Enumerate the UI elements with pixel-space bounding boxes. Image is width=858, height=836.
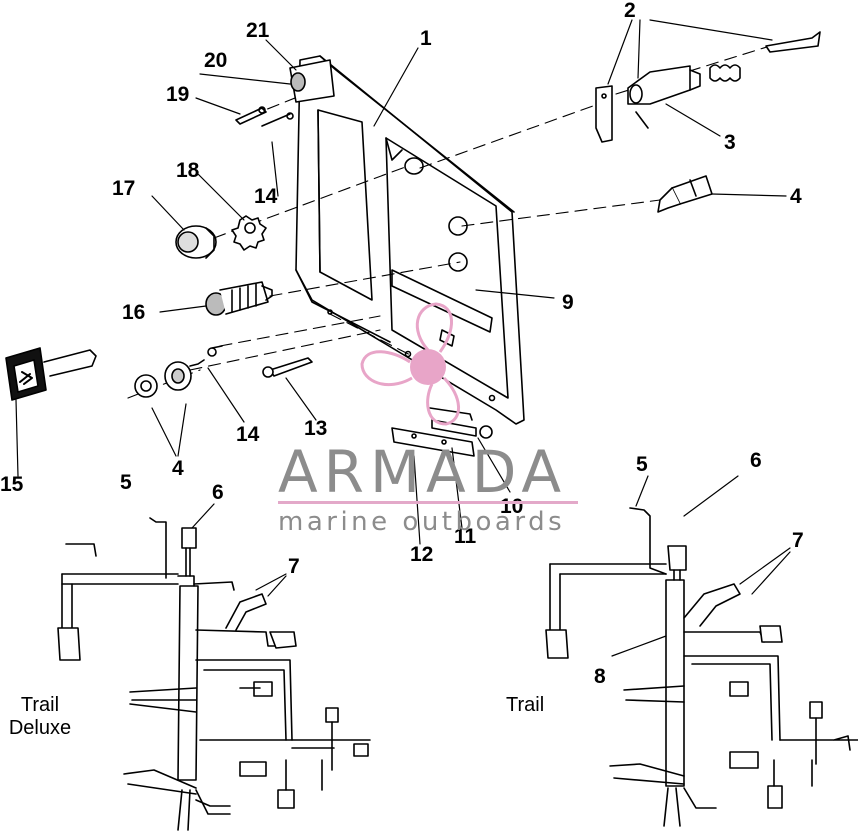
callout-7-right: 7: [792, 529, 804, 552]
callout-17: 17: [112, 177, 136, 200]
label-trail-deluxe: Trail Deluxe: [0, 694, 80, 740]
callout-leaders: [15, 19, 787, 545]
panel-screws: [207, 345, 313, 378]
callout-4-right: 4: [790, 185, 802, 208]
callout-5-right: 5: [636, 453, 648, 476]
hex-nut: [175, 225, 217, 259]
callout-13: 13: [304, 417, 328, 440]
leader-7b: [739, 547, 791, 595]
callout-18: 18: [176, 159, 200, 182]
watermark-subtitle: marine outboards: [278, 507, 566, 537]
leader-5b: [635, 475, 649, 507]
callout-6-left: 6: [212, 481, 224, 504]
toggle-switch: [657, 175, 713, 213]
harness-trail: [545, 507, 858, 827]
leader-6b: [683, 475, 739, 517]
lock-washer: [231, 215, 267, 251]
assembly-lines: [127, 45, 771, 399]
watermark-title: ARMADA: [278, 438, 568, 506]
callout-14-top: 14: [254, 185, 278, 208]
key-switch-assembly: [595, 31, 821, 143]
callout-14-bottom: 14: [236, 423, 260, 446]
callout-9: 9: [562, 291, 574, 314]
label-trail: Trail: [506, 694, 545, 716]
callout-16: 16: [122, 301, 146, 324]
callout-21: 21: [246, 19, 270, 42]
label-trail-deluxe-line2: Deluxe: [8, 717, 72, 739]
small-screws: [235, 59, 335, 127]
callout-3: 3: [724, 131, 736, 154]
dash-panel: [295, 55, 525, 425]
ignition-switch: [205, 281, 273, 316]
callout-7-left: 7: [288, 555, 300, 578]
callout-5-left: 5: [120, 471, 132, 494]
callout-20: 20: [204, 49, 228, 72]
watermark-rule: [278, 501, 578, 504]
callout-2: 2: [624, 0, 636, 22]
leader-8: [611, 635, 667, 657]
ignition-key: [5, 347, 97, 401]
harness-trail-deluxe: [57, 517, 371, 831]
callout-19: 19: [166, 83, 190, 106]
callout-4-left: 4: [172, 457, 184, 480]
callout-11: 11: [454, 525, 477, 548]
label-trail-deluxe-line1: Trail: [20, 694, 60, 716]
callout-12: 12: [410, 543, 434, 566]
callout-8: 8: [594, 665, 606, 688]
leader-6a: [191, 503, 215, 529]
callout-1: 1: [420, 27, 432, 50]
callout-6-right: 6: [750, 449, 762, 472]
callout-15: 15: [0, 473, 24, 496]
indicator-lights: [134, 359, 205, 398]
leader-7a: [255, 573, 287, 597]
propeller-logo: [360, 302, 460, 426]
